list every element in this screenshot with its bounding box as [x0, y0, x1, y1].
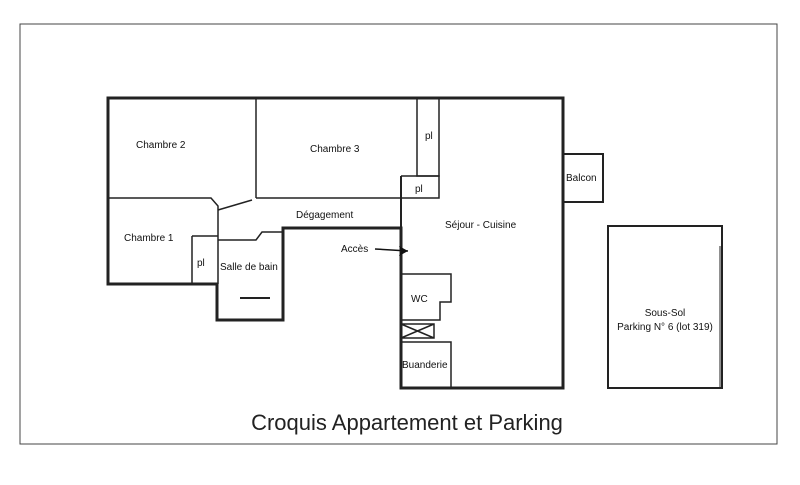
room-label-wc: WC: [411, 294, 428, 305]
room-label-chambre-2: Chambre 2: [136, 140, 186, 151]
placard-label: pl: [197, 258, 205, 269]
room-label-balcon: Balcon: [566, 173, 597, 184]
room-label-sejour-cuisine: Séjour - Cuisine: [445, 220, 517, 231]
access-arrow: [374, 246, 409, 256]
parking-label-number: Parking N° 6 (lot 319): [617, 322, 713, 333]
placard-label: pl: [415, 184, 423, 195]
parking-label-sous-sol: Sous-Sol: [645, 308, 686, 319]
room-label-salle-de-bain: Salle de bain: [220, 262, 278, 273]
room-label-chambre-3: Chambre 3: [310, 144, 360, 155]
access-label: Accès: [341, 244, 368, 255]
parking-block: [607, 225, 723, 389]
room-label-buanderie: Buanderie: [402, 360, 448, 371]
plan-title: Croquis Appartement et Parking: [251, 410, 563, 435]
room-label-chambre-1: Chambre 1: [124, 233, 174, 244]
apartment-walls: [106, 96, 604, 390]
room-label-degagement: Dégagement: [296, 210, 353, 221]
page-border: [19, 23, 778, 445]
placard-label: pl: [425, 131, 433, 142]
